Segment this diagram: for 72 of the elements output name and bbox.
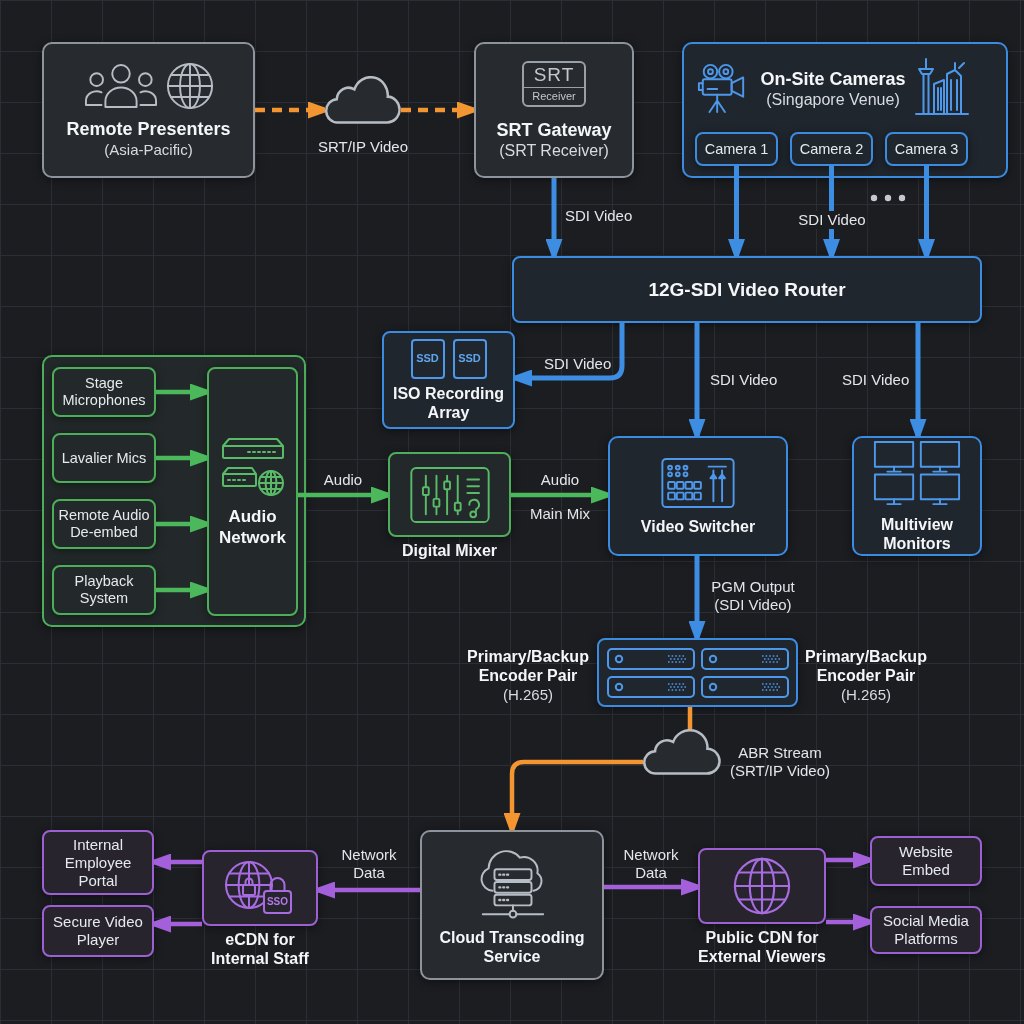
ssd-drive: SSD <box>410 338 445 379</box>
node-title: SRT Gateway <box>496 118 612 141</box>
audio-network-panel <box>207 367 298 616</box>
node-label: Camera 1 <box>704 140 769 158</box>
node-label: Social Media Platforms <box>882 912 970 948</box>
node-label: Secure Video Player <box>52 913 144 949</box>
node-label: Lavalier Mics <box>61 449 147 467</box>
node-subtitle: (Singapore Venue) <box>766 90 900 109</box>
protocol-name: SRT <box>533 62 575 87</box>
audio-source-box <box>52 499 156 549</box>
node-subtitle: (H.265) <box>503 685 553 704</box>
node-title: ISO Recording Array <box>391 383 506 422</box>
audio-source-box <box>52 565 156 615</box>
edge-label: Network Data <box>340 846 398 882</box>
node-title: Video Switcher <box>640 516 756 536</box>
cloud-shape <box>643 729 721 775</box>
recording-array-card <box>382 331 515 429</box>
node-title: Primary/Backup Encoder Pair <box>466 647 590 685</box>
platform-box <box>870 836 982 886</box>
node-title: Audio Network <box>217 505 288 548</box>
node-label: Camera 2 <box>799 140 864 158</box>
edge-label: SDI Video <box>796 211 868 229</box>
cloud-shape <box>325 76 401 124</box>
viewer-endpoint-box <box>42 905 154 957</box>
node-title: Primary/Backup Encoder Pair <box>804 647 928 685</box>
transcoding-card <box>420 830 604 980</box>
audio-source-box <box>52 433 156 483</box>
audio-source-box <box>52 367 156 417</box>
camera-box <box>695 132 778 166</box>
node-label: Remote Audio De-embed <box>58 507 150 541</box>
edge-label: SDI Video <box>564 207 634 225</box>
cloud-caption: SRT/IP Video <box>316 138 410 156</box>
node-title: Digital Mixer <box>401 541 498 560</box>
gateway-card <box>474 42 634 178</box>
node-label: Internal Employee Portal <box>63 835 133 890</box>
connector-line <box>687 707 693 729</box>
node-label: Website Embed <box>898 843 954 879</box>
device-role-text: Receiver <box>524 86 584 104</box>
node-title: Multiview Monitors <box>880 514 954 553</box>
note-label: Main Mix <box>529 505 591 523</box>
viewer-endpoint-box <box>42 830 154 895</box>
edge-label: Network Data <box>622 846 680 882</box>
camera-box <box>790 132 873 166</box>
switcher-card <box>608 436 788 556</box>
venue-panel <box>682 42 1008 178</box>
monitor-card <box>852 436 982 556</box>
sso-text: SSO <box>266 895 289 909</box>
node-subtitle: (Asia-Pacific) <box>104 139 193 159</box>
node-title: eCDN for Internal Staff <box>210 930 310 968</box>
node-label: Playback System <box>73 573 135 607</box>
edge-label: Audio <box>539 471 581 489</box>
audio-group-panel <box>42 355 306 627</box>
edge-label: SDI Video <box>841 371 911 389</box>
presenter-card <box>42 42 255 178</box>
router-bar <box>512 256 982 323</box>
camera-box <box>885 132 968 166</box>
node-title: Cloud Transcoding Service <box>438 928 586 966</box>
node-label: Camera 3 <box>894 140 959 158</box>
node-label: Stage Microphones <box>61 375 147 409</box>
edge-label: SDI Video <box>709 371 779 389</box>
node-title: Remote Presenters <box>66 117 231 140</box>
node-subtitle: (SRT Receiver) <box>499 140 609 160</box>
node-title: Public CDN for External Viewers <box>698 928 826 966</box>
node-subtitle: (H.265) <box>841 685 891 704</box>
platform-box <box>870 906 982 954</box>
ssd-drive: SSD <box>452 338 487 379</box>
node-title: 12G-SDI Video Router <box>648 277 846 302</box>
edge-label: Audio <box>322 471 364 489</box>
cloud-caption: ABR Stream (SRT/IP Video) <box>728 744 832 780</box>
edge-label: PGM Output (SDI Video) <box>710 578 796 614</box>
edge-label: SDI Video <box>543 355 613 373</box>
node-title: On-Site Cameras <box>760 68 906 90</box>
